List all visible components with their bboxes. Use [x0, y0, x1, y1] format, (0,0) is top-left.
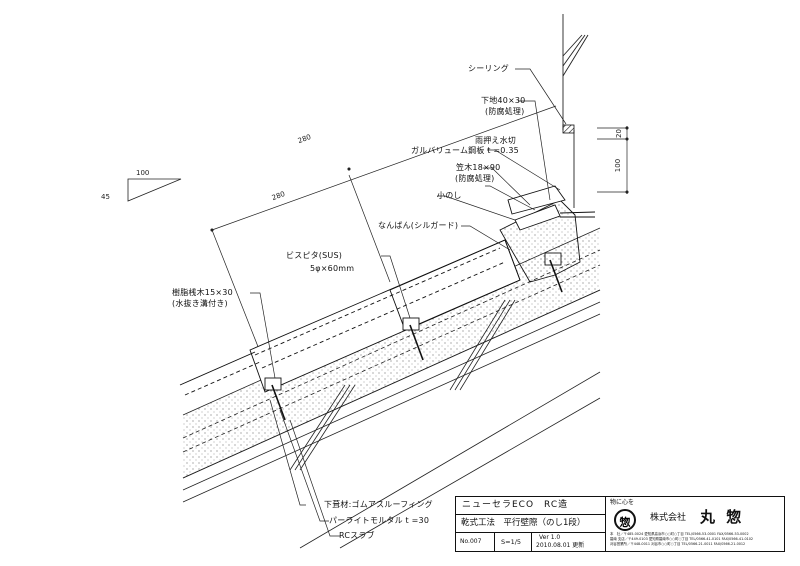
slope-run-label: 100 [136, 169, 150, 177]
callout-underlay: 下葺材:ゴムアスルーフィング [324, 500, 433, 509]
callout-kasagi-note: (防腐処理) [455, 174, 495, 183]
dimension-vertical-main: 100 [614, 158, 623, 173]
callout-screw-size: 5φ×60mm [310, 264, 355, 273]
leader-lines [250, 68, 567, 537]
drawing-scale: S=1/5 [501, 538, 522, 546]
support-struts [289, 299, 516, 471]
company-block: 物に心を 惣 株式会社 丸 惣 本 社／〒485-0024 愛知県高浜市○○町○… [605, 496, 785, 552]
slope-triangle [127, 178, 182, 202]
product-name: ニューセラECO RC造 [462, 500, 569, 510]
company-logo: 惣 [614, 509, 636, 531]
title-row-product: ニューセラECO RC造 [456, 497, 606, 515]
callout-base-wood: 下地40×30 [481, 96, 526, 105]
callout-batten: 樹脂桟木15×30 [172, 288, 233, 297]
callout-nanban: なんばん(シルガード) [378, 221, 459, 230]
company-address-1: 本 社／〒485-0024 愛知県高浜市○○町○丁目 TEL/0566-53-0… [610, 532, 749, 536]
callout-galvalume: ガルバリューム鋼板 t =0.35 [411, 146, 519, 155]
title-block: ニューセラECO RC造 乾式工法 平行壁際（のし1段） No.007 S=1/… [455, 496, 607, 552]
vertical-dimension [597, 126, 629, 194]
callout-sealing: シーリング [468, 64, 509, 73]
callout-base-wood-note: (防腐処理) [485, 107, 525, 116]
callout-flashing: 雨押え水切 [475, 136, 516, 145]
callout-konoshi: 小のし [437, 191, 462, 200]
drawing-version: Ver 1.0 [539, 534, 561, 541]
company-slogan: 物に心を [610, 499, 635, 506]
dimension-vertical-top: 20 [614, 129, 623, 138]
drawing-number: No.007 [460, 538, 482, 545]
callout-kasagi: 笠木18×90 [456, 163, 501, 172]
company-brand: 丸 惣 [700, 508, 745, 526]
ridge-nanban [499, 185, 596, 283]
callout-batten-note: (水抜き溝付き) [172, 299, 228, 308]
company-type: 株式会社 [650, 513, 687, 523]
company-address-2: 碧南 支店／〒449-0103 愛知県碧南市○○町○丁目 TEL/0566-41… [610, 537, 754, 541]
callout-slab: RCスラブ [339, 531, 375, 540]
company-logo-char: 惣 [619, 516, 631, 529]
callout-mortar: パーライトモルタル t =30 [329, 516, 430, 525]
roof-tiles [179, 239, 562, 396]
wall [562, 14, 589, 208]
slope-rise-label: 45 [101, 193, 110, 201]
drawing-date: 2010.08.01 更新 [536, 542, 585, 549]
callout-screw: ビスピタ(SUS) [286, 251, 343, 260]
title-row-title: 乾式工法 平行壁際（のし1段） [456, 515, 606, 533]
drawing-title: 乾式工法 平行壁際（のし1段） [461, 518, 586, 528]
title-row-meta: No.007 S=1/5 Ver 1.0 2010.08.01 更新 [456, 533, 606, 551]
company-address-3: 刈谷営業所／〒448-0011 刈谷市○○町○丁目 TEL/0566-21-00… [610, 542, 746, 546]
